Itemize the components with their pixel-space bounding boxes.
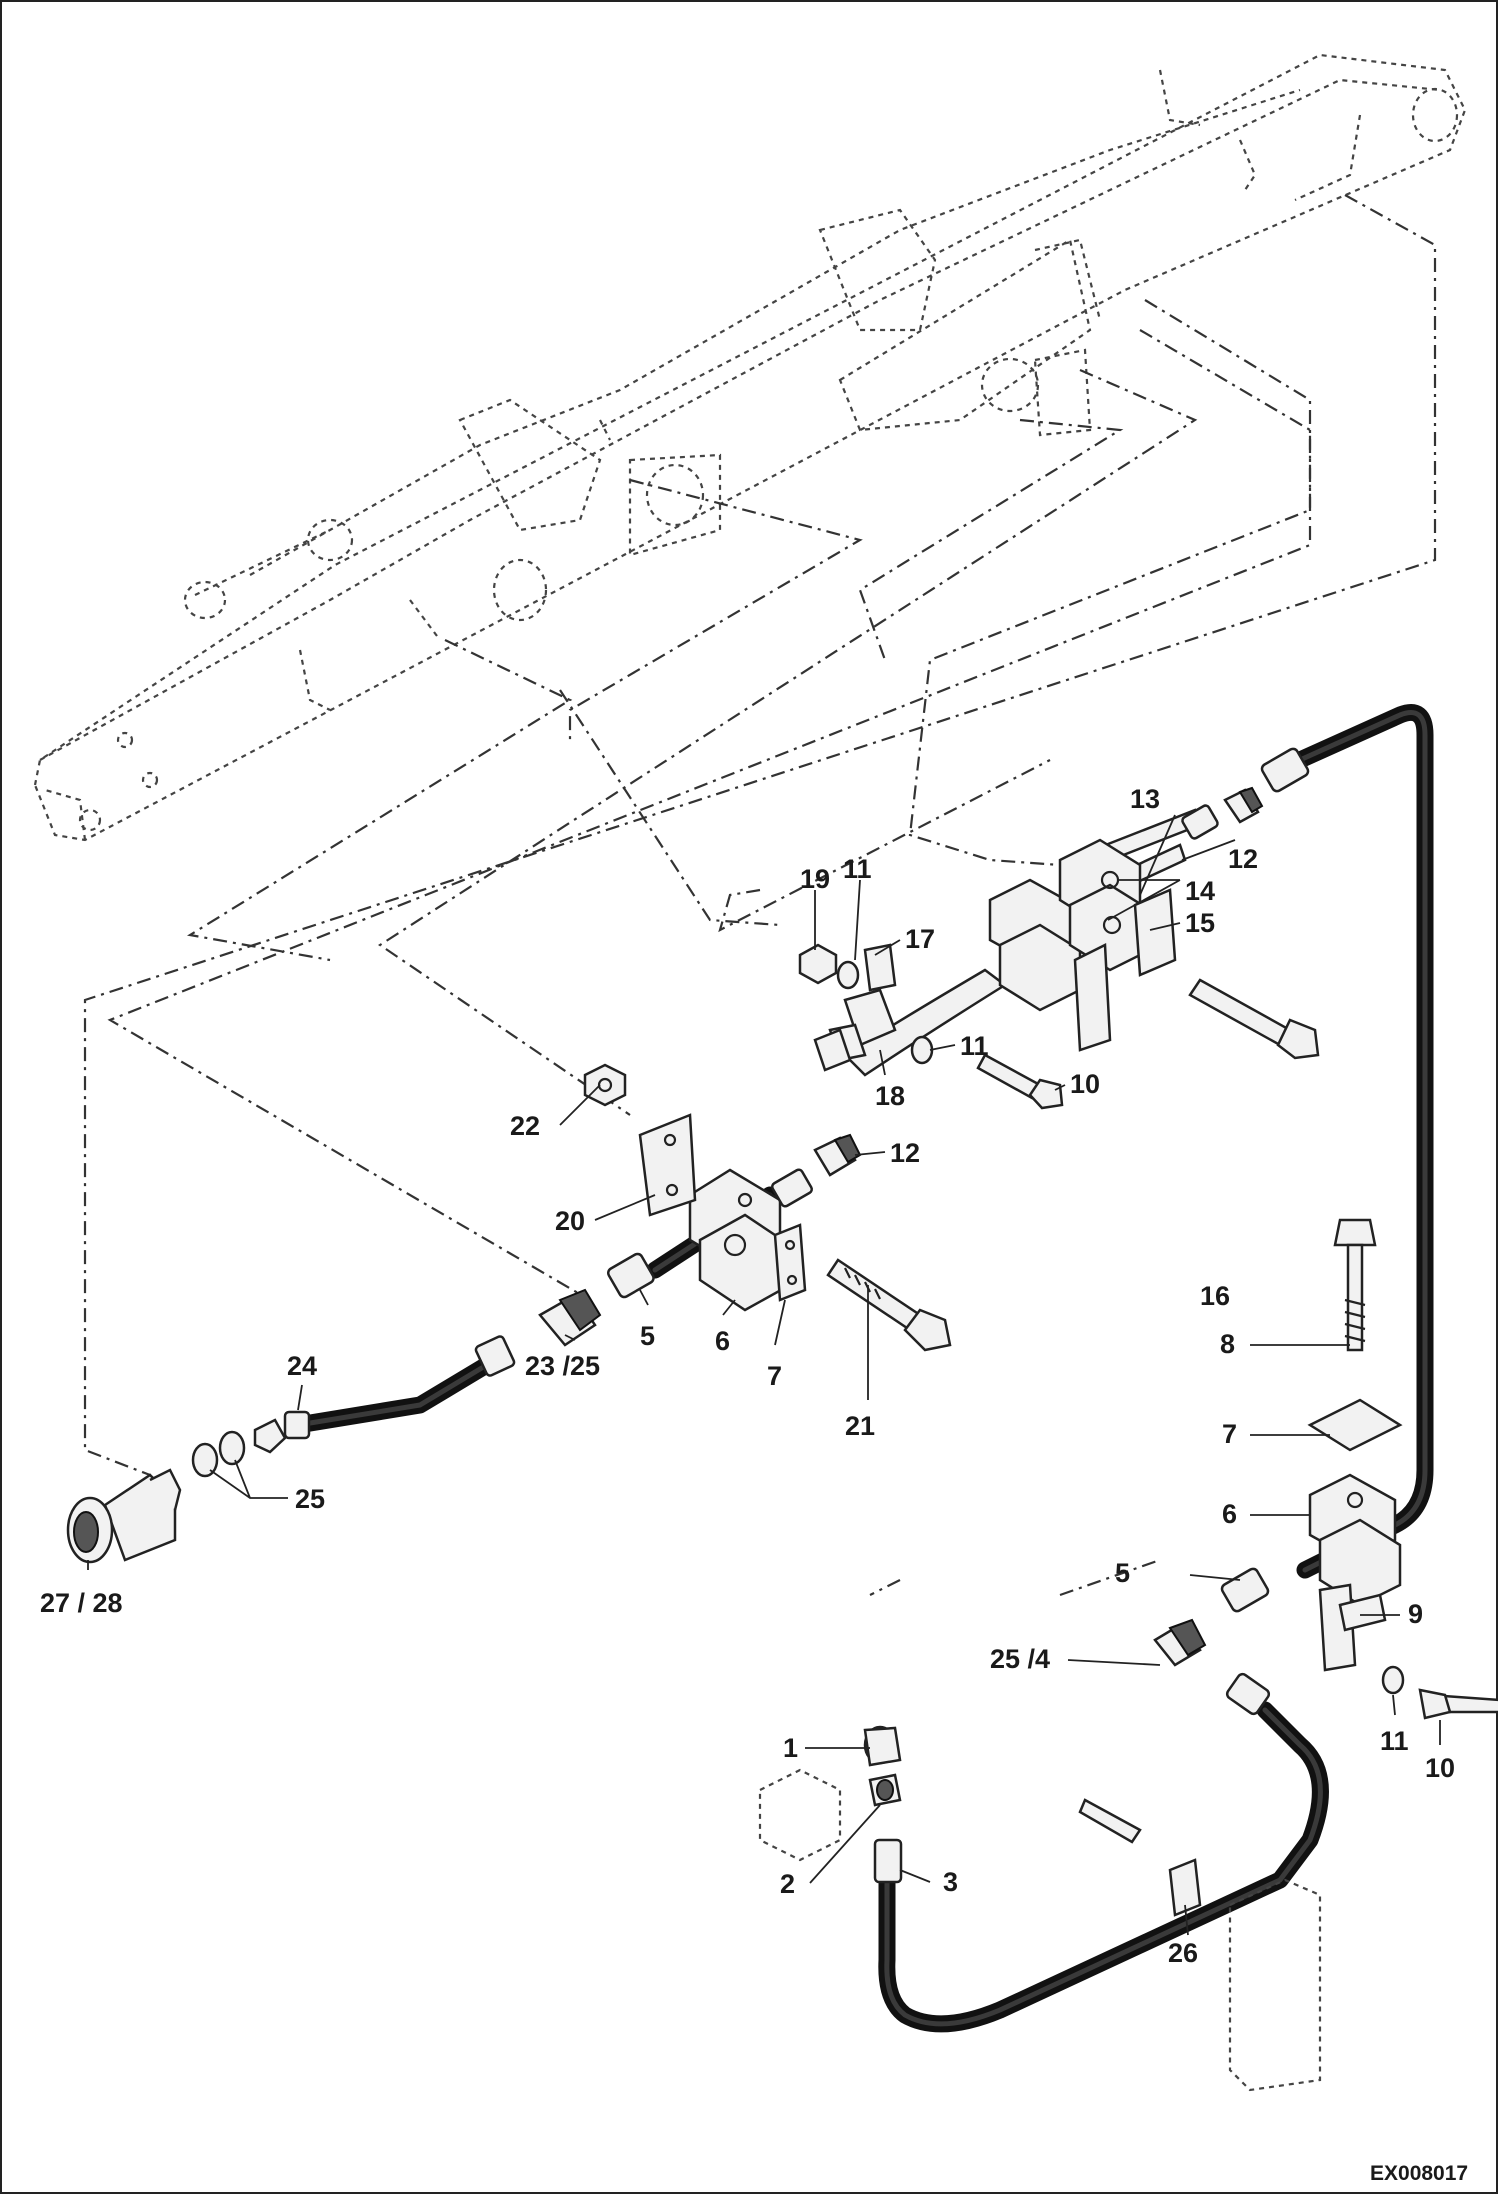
- callout-14: 14: [1185, 876, 1215, 906]
- callout-9: 9: [1408, 1599, 1423, 1629]
- plate-15[interactable]: [1073, 888, 1177, 1052]
- bolt-21[interactable]: [826, 1258, 952, 1352]
- valve-block-lower[interactable]: [758, 1725, 902, 1862]
- callout-13: 13: [1130, 784, 1160, 814]
- callout-25: 25: [295, 1484, 325, 1514]
- callout-15: 15: [1185, 908, 1215, 938]
- quick-coupling-27-28[interactable]: [66, 1468, 182, 1564]
- bracket-17[interactable]: [863, 943, 897, 992]
- adapter-12-center[interactable]: [813, 1133, 862, 1177]
- callout-6-right: 6: [1222, 1499, 1237, 1529]
- hose-24-fittings[interactable]: [283, 1335, 516, 1440]
- callout-21: 21: [845, 1411, 875, 1441]
- fitting-2[interactable]: [868, 1773, 902, 1807]
- callout-10-right: 10: [1425, 1753, 1455, 1783]
- boom-arm-outline: [33, 53, 1467, 842]
- elbow-fitting-upper[interactable]: [813, 1028, 852, 1072]
- hose-end-5-left[interactable]: [606, 1252, 655, 1299]
- plate-7-center[interactable]: [773, 1223, 807, 1302]
- hose-end-5-right[interactable]: [1220, 1567, 1270, 1613]
- mounting-plate-lower: [1228, 1878, 1322, 2092]
- bolt-upper-right[interactable]: [1188, 978, 1320, 1060]
- callout-11-right: 11: [1380, 1726, 1409, 1756]
- nut-19[interactable]: [798, 943, 838, 985]
- adapter-23-25[interactable]: [538, 1288, 602, 1347]
- callout-labels: 13 12 14 15 17 19 11 11 10 18 12 22 20 5…: [40, 784, 1468, 2185]
- seal-washers-25[interactable]: [191, 1418, 287, 1478]
- washer-11-upper[interactable]: [836, 960, 860, 990]
- callout-3: 3: [943, 1867, 958, 1897]
- callout-7-center: 7: [767, 1361, 782, 1391]
- callout-5-left: 5: [640, 1321, 655, 1351]
- adapter-12-upper[interactable]: [1223, 786, 1264, 824]
- bolt-10-mid[interactable]: [976, 1053, 1064, 1110]
- hose-right: [1291, 704, 1434, 1579]
- hose-end-upper[interactable]: [1260, 747, 1310, 793]
- clamp-block-14-b[interactable]: [1058, 838, 1152, 972]
- bracket-9[interactable]: [1318, 1583, 1387, 1672]
- plate-7-right[interactable]: [1307, 1398, 1403, 1452]
- callout-1: 1: [783, 1733, 798, 1763]
- callout-8: 8: [1220, 1329, 1235, 1359]
- callout-10-mid: 10: [1070, 1069, 1100, 1099]
- callout-23-25: 23 /25: [525, 1351, 600, 1381]
- callout-27-28: 27 / 28: [40, 1588, 123, 1618]
- callout-2: 2: [780, 1869, 795, 1899]
- drawing-code: EX008017: [1370, 2162, 1468, 2185]
- clamp-block-6-center[interactable]: [688, 1168, 792, 1312]
- adapter-25-4[interactable]: [1153, 1618, 1207, 1667]
- clamp-block-6-right[interactable]: [1308, 1473, 1402, 1607]
- callout-12-center: 12: [890, 1138, 920, 1168]
- hose-lower: [878, 1701, 1329, 2033]
- callout-11-mid: 11: [960, 1031, 989, 1061]
- nut-22[interactable]: [583, 1063, 627, 1107]
- clamp-26[interactable]: [1078, 1798, 1202, 1917]
- callout-7-right: 7: [1222, 1419, 1237, 1449]
- callout-26: 26: [1168, 1938, 1198, 1968]
- fitting-center-right[interactable]: [770, 1168, 814, 1208]
- callout-6-center: 6: [715, 1326, 730, 1356]
- callout-18: 18: [875, 1081, 905, 1111]
- callout-5-right: 5: [1115, 1558, 1130, 1588]
- leader-lines: [87, 814, 1441, 1936]
- callout-24: 24: [287, 1351, 317, 1381]
- callout-12-upper: 12: [1228, 844, 1258, 874]
- callout-16: 16: [1200, 1281, 1230, 1311]
- bracket-20[interactable]: [638, 1113, 697, 1217]
- callout-20: 20: [555, 1206, 585, 1236]
- callout-22: 22: [510, 1111, 540, 1141]
- callout-19: 19: [800, 864, 830, 894]
- hose-end-3[interactable]: [873, 1838, 903, 1884]
- callout-17: 17: [905, 924, 935, 954]
- clamp-block-14-a[interactable]: [988, 878, 1082, 1012]
- bolt-10-right[interactable]: [1418, 1688, 1498, 1720]
- hose-end-lower-right[interactable]: [1225, 1672, 1271, 1716]
- fitting-13[interactable]: [1181, 804, 1219, 840]
- callout-25-4: 25 /4: [990, 1644, 1050, 1674]
- washer-11-mid[interactable]: [910, 1035, 934, 1065]
- routing-lines: [83, 194, 1437, 1597]
- washer-11-right[interactable]: [1381, 1665, 1405, 1695]
- bolt-8[interactable]: [1333, 1218, 1377, 1352]
- callout-11-upper: 11: [843, 854, 872, 884]
- hose-24: [289, 1351, 504, 1434]
